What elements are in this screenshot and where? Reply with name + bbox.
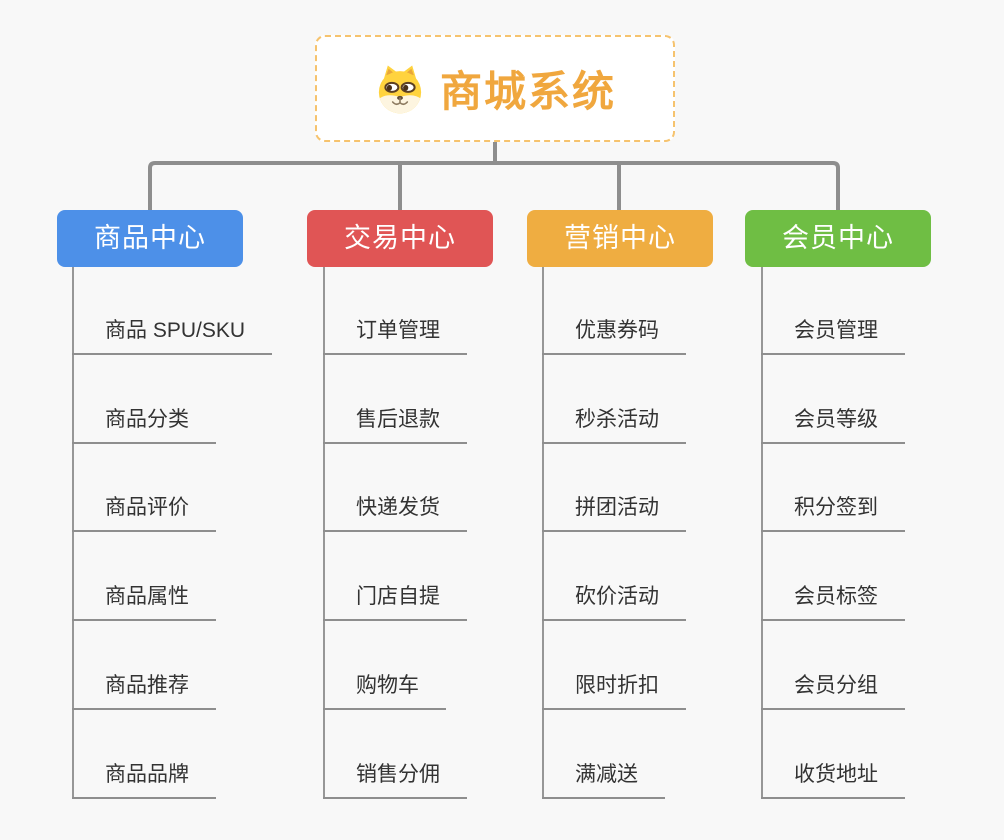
leaf-node[interactable]: 砍价活动 (542, 583, 686, 621)
leaf-node[interactable]: 售后退款 (323, 406, 467, 444)
leaf-node[interactable]: 销售分佣 (323, 761, 467, 799)
branch-member-center[interactable]: 会员中心 (745, 210, 931, 267)
leaf-node[interactable]: 会员分组 (761, 672, 905, 710)
leaf-node[interactable]: 秒杀活动 (542, 406, 686, 444)
leaf-node[interactable]: 限时折扣 (542, 672, 686, 710)
branch-marketing-center[interactable]: 营销中心 (527, 210, 713, 267)
leaf-node[interactable]: 拼团活动 (542, 494, 686, 532)
leaf-node[interactable]: 购物车 (323, 672, 446, 710)
root-title: 商城系统 (439, 68, 616, 115)
branch-trade-center[interactable]: 交易中心 (307, 210, 493, 267)
leaf-node[interactable]: 商品推荐 (72, 672, 216, 710)
leaf-node[interactable]: 商品品牌 (72, 761, 216, 799)
leaf-node[interactable]: 会员等级 (761, 406, 905, 444)
leaf-node[interactable]: 门店自提 (323, 583, 467, 621)
leaf-node[interactable]: 商品 SPU/SKU (72, 317, 273, 355)
leaf-node[interactable]: 订单管理 (323, 317, 467, 355)
dog-face-icon (378, 64, 422, 113)
leaf-node[interactable]: 快递发货 (323, 494, 467, 532)
leaf-node[interactable]: 满减送 (542, 761, 665, 799)
root-node[interactable]: 商城系统 (315, 35, 675, 142)
branch-product-center[interactable]: 商品中心 (57, 210, 243, 267)
leaf-node[interactable]: 商品分类 (72, 406, 216, 444)
leaf-node[interactable]: 商品属性 (72, 583, 216, 621)
leaf-node[interactable]: 会员管理 (761, 317, 905, 355)
leaf-node[interactable]: 优惠券码 (542, 317, 686, 355)
leaf-node[interactable]: 收货地址 (761, 761, 905, 799)
leaf-node[interactable]: 积分签到 (761, 494, 905, 532)
leaf-node[interactable]: 会员标签 (761, 583, 905, 621)
leaf-node[interactable]: 商品评价 (72, 494, 216, 532)
